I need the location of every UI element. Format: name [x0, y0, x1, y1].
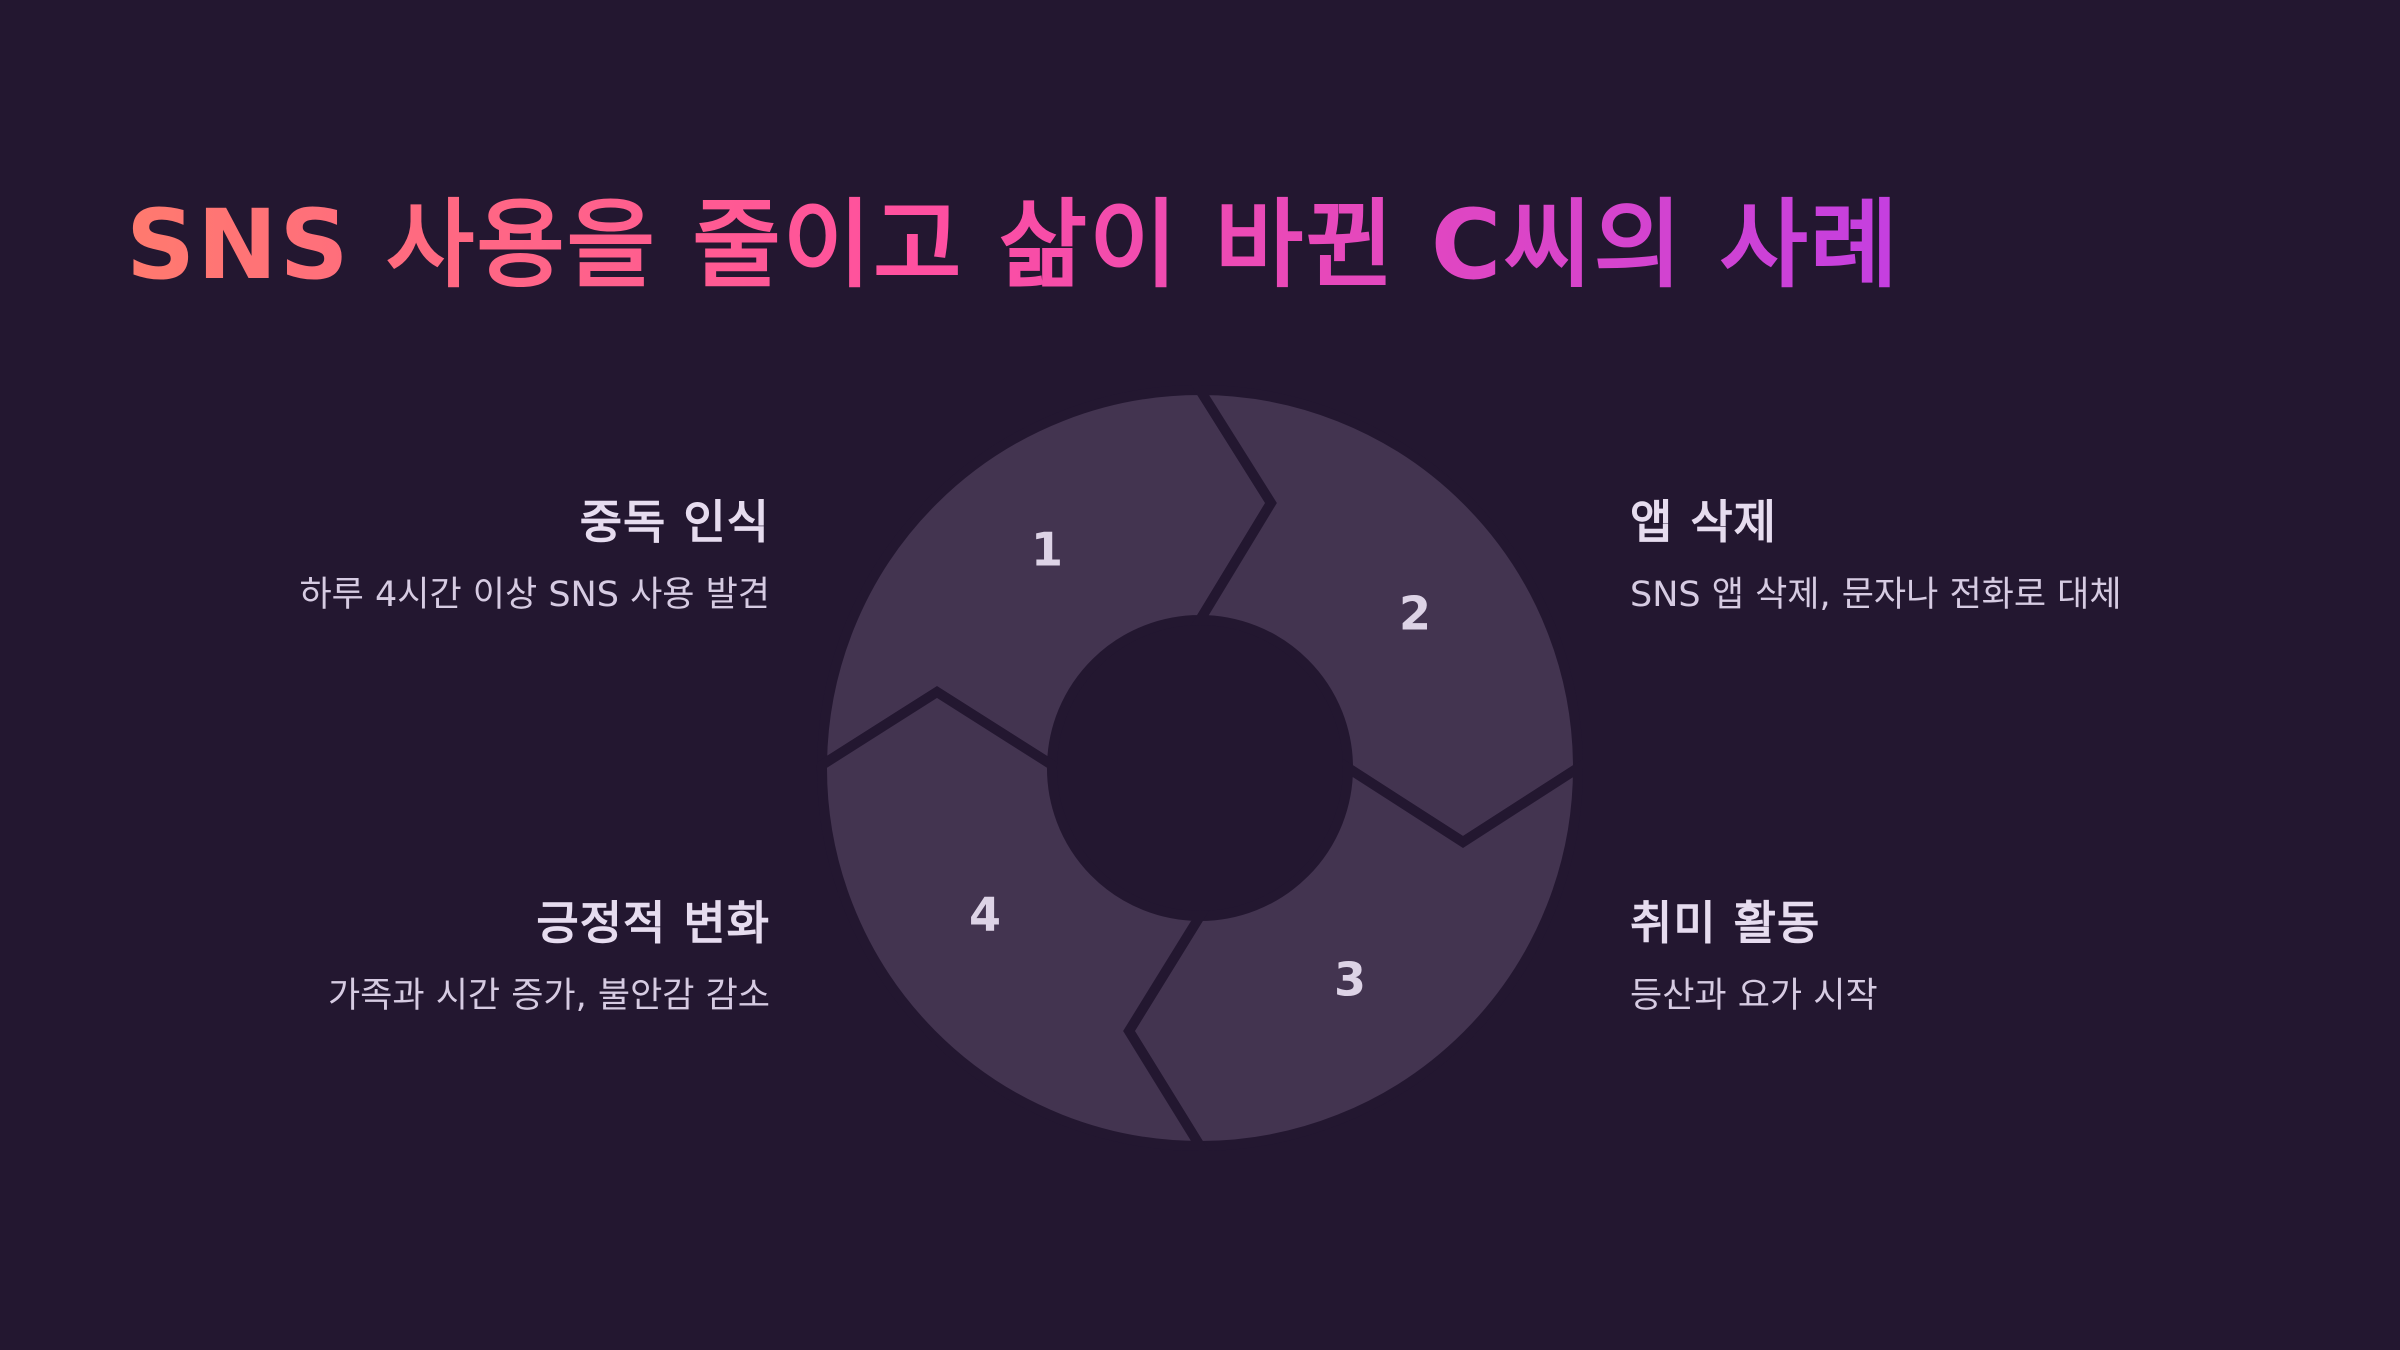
cycle-segment-2	[1190, 384, 1584, 848]
step-1: 중독 인식 하루 4시간 이상 SNS 사용 발견	[70, 492, 770, 620]
step-1-description: 하루 4시간 이상 SNS 사용 발견	[299, 575, 770, 615]
step-4-description: 가족과 시간 증가, 불안감 감소	[327, 976, 770, 1016]
cycle-segment-1	[816, 384, 1277, 775]
cycle-number-4: 4	[969, 888, 1001, 942]
step-3-label: 취미 활동	[1630, 896, 1821, 950]
step-3-description: 등산과 요가 시작	[1630, 976, 1878, 1016]
step-2: 앱 삭제 SNS 앱 삭제, 문자나 전화로 대체	[1630, 492, 2330, 620]
step-4: 긍정적 변화 가족과 시간 증가, 불안감 감소	[70, 893, 770, 1021]
step-2-label: 앱 삭제	[1630, 495, 1777, 549]
cycle-segment-3	[1123, 758, 1584, 1152]
cycle-number-3: 3	[1334, 953, 1366, 1007]
step-4-label: 긍정적 변화	[536, 896, 770, 950]
cycle-number-2: 2	[1399, 587, 1431, 641]
cycle-number-1: 1	[1031, 523, 1063, 577]
step-1-label: 중독 인식	[579, 495, 770, 549]
cycle-segment-4	[816, 686, 1209, 1152]
step-3: 취미 활동 등산과 요가 시작	[1630, 893, 2330, 1021]
step-2-description: SNS 앱 삭제, 문자나 전화로 대체	[1630, 575, 2122, 615]
page-title: SNS 사용을 줄이고 삶이 바뀐 C씨의 사례	[126, 189, 1901, 301]
